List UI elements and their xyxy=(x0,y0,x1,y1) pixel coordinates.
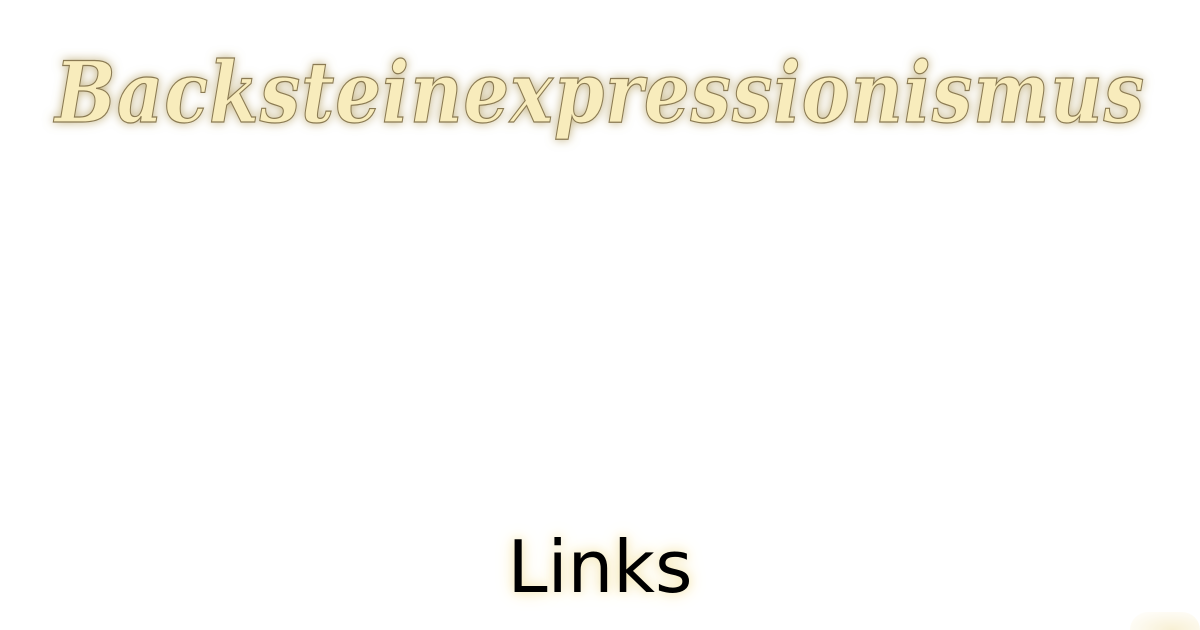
site-title: Backsteinexpressionismus xyxy=(0,42,1200,152)
links-nav-link[interactable]: Links xyxy=(507,525,693,609)
corner-decoration xyxy=(1130,612,1200,630)
site-title-text: Backsteinexpressionismus xyxy=(53,43,1145,142)
site-title-graphic: Backsteinexpressionismus xyxy=(53,42,1145,142)
